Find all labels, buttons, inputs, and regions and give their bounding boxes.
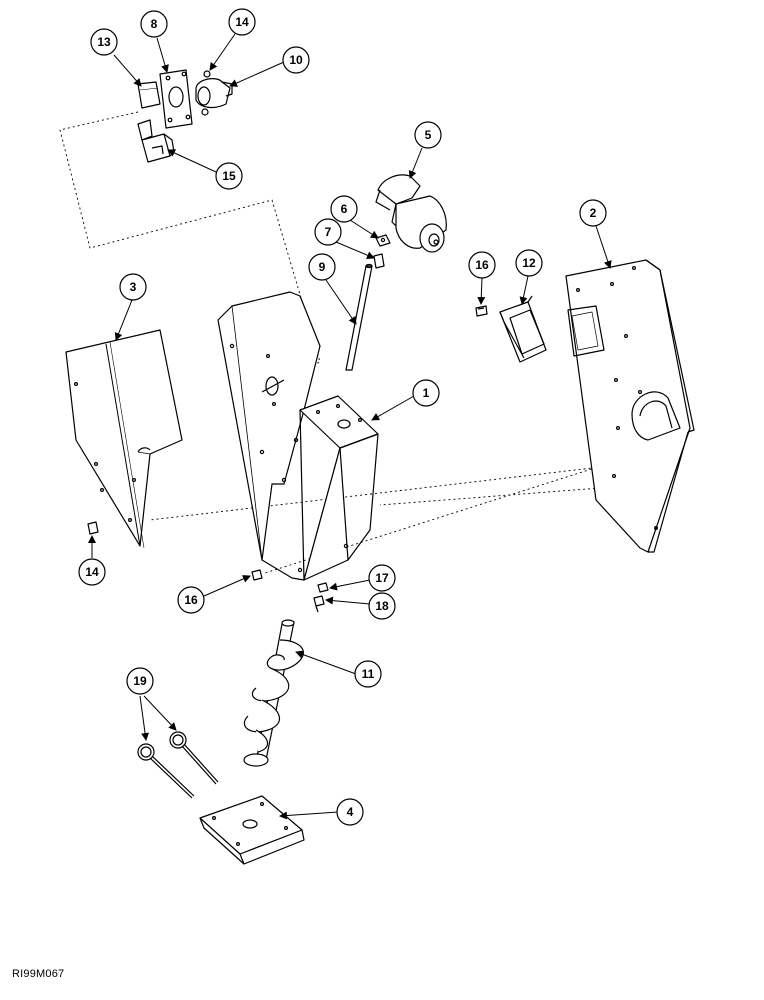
- part-8-plate: [159, 69, 193, 129]
- callout-3: 3: [119, 273, 147, 301]
- svg-text:7: 7: [325, 225, 332, 239]
- callout-7: 7: [314, 218, 342, 246]
- part-19-ring-pins: [137, 731, 219, 799]
- callout-8: 8: [140, 10, 168, 38]
- svg-text:1: 1: [423, 386, 430, 400]
- part-13-block: [137, 81, 161, 109]
- callout-14-left: 14: [78, 558, 106, 586]
- callout-6: 6: [330, 195, 358, 223]
- svg-text:12: 12: [522, 256, 536, 270]
- svg-text:14: 14: [235, 15, 249, 29]
- part-9-rod: [345, 263, 373, 371]
- callout-9: 9: [308, 253, 336, 281]
- part-18-bolt: [313, 595, 325, 613]
- part-16-bolt-right: [475, 305, 488, 317]
- svg-text:10: 10: [289, 53, 303, 67]
- part-10-switch: [195, 70, 233, 116]
- callout-11: 11: [354, 660, 382, 688]
- part-14-nut-left: [87, 521, 99, 535]
- part-3-shield: [65, 329, 183, 549]
- part-12-bracket: [499, 295, 547, 363]
- svg-text:17: 17: [375, 571, 389, 585]
- callout-2: 2: [579, 199, 607, 227]
- callout-10: 10: [282, 46, 310, 74]
- svg-text:14: 14: [85, 565, 99, 579]
- callouts: 13 8 14 10 15 5 6 7: [78, 8, 607, 826]
- part-17-nut: [317, 582, 329, 593]
- callout-18: 18: [368, 592, 396, 620]
- svg-text:4: 4: [347, 805, 354, 819]
- part-2-side-plate: [565, 259, 695, 553]
- callout-13: 13: [90, 28, 118, 56]
- callout-4: 4: [336, 798, 364, 826]
- callout-16-right: 16: [468, 251, 496, 279]
- callout-14-top: 14: [228, 8, 256, 36]
- svg-text:5: 5: [425, 128, 432, 142]
- svg-text:18: 18: [375, 599, 389, 613]
- callout-12: 12: [515, 249, 543, 277]
- callout-16-left: 16: [177, 586, 205, 614]
- part-16-bolt-left: [251, 569, 263, 581]
- svg-text:3: 3: [130, 280, 137, 294]
- leader-lines: [88, 33, 612, 820]
- drawing-reference-code: RI99M067: [12, 968, 65, 980]
- svg-text:6: 6: [341, 202, 348, 216]
- part-5-motor: [375, 174, 447, 253]
- svg-text:16: 16: [475, 258, 489, 272]
- callout-19: 19: [126, 667, 154, 695]
- part-1-housing: [217, 291, 379, 581]
- svg-text:9: 9: [319, 260, 326, 274]
- svg-text:16: 16: [184, 593, 198, 607]
- callout-5: 5: [414, 121, 442, 149]
- callout-1: 1: [412, 379, 440, 407]
- svg-text:11: 11: [362, 667, 375, 681]
- callout-17: 17: [368, 564, 396, 592]
- part-4-base-plate: [199, 795, 305, 865]
- svg-text:2: 2: [590, 206, 597, 220]
- svg-text:8: 8: [151, 17, 158, 31]
- svg-text:19: 19: [133, 674, 147, 688]
- svg-text:13: 13: [97, 35, 111, 49]
- part-7-pin: [373, 253, 385, 269]
- svg-text:15: 15: [222, 169, 236, 183]
- part-6-nut: [375, 234, 391, 247]
- part-11-auger: [243, 619, 304, 767]
- callout-15: 15: [215, 162, 243, 190]
